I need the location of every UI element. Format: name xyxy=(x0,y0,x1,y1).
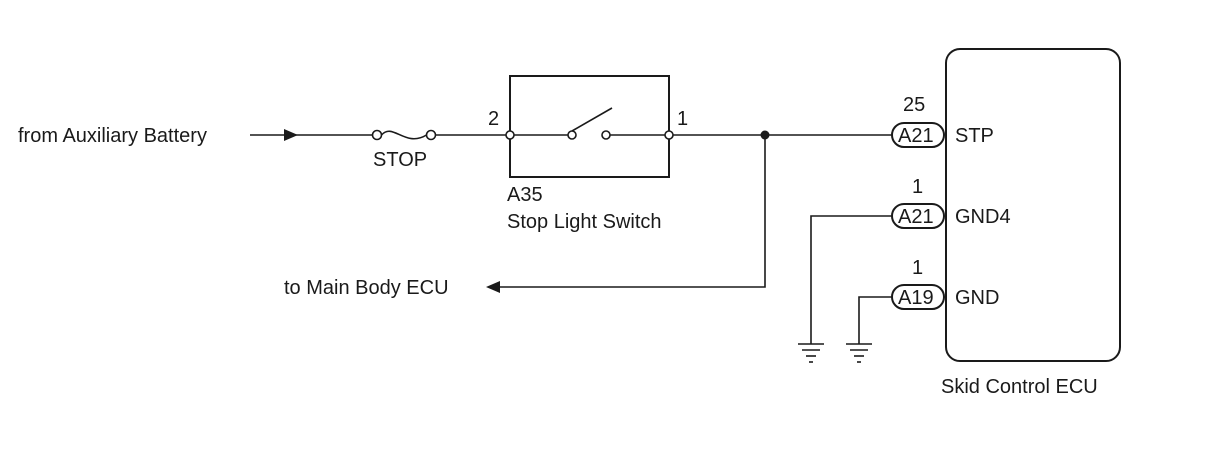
gnd4-wire xyxy=(810,215,892,344)
switch-contact-right xyxy=(601,130,611,140)
connector-gnd-signal: GND xyxy=(955,287,999,309)
branch-to-main-body-wire xyxy=(500,135,766,288)
ground-icon xyxy=(846,343,872,363)
ecu-name-label: Skid Control ECU xyxy=(941,376,1098,398)
connector-gnd-pin: 1 xyxy=(912,257,923,279)
connector-stp-code: A21 xyxy=(898,125,934,147)
connector-stp-signal: STP xyxy=(955,125,994,147)
fuse-terminal-right xyxy=(425,129,437,141)
stop-light-switch-box xyxy=(509,75,670,178)
connector-gnd4-signal: GND4 xyxy=(955,206,1011,228)
output-arrow-icon xyxy=(486,281,500,293)
connector-stp-pin: 25 xyxy=(903,94,925,116)
input-arrow-icon xyxy=(284,129,298,141)
connector-gnd4-code: A21 xyxy=(898,206,934,228)
fuse-element-icon xyxy=(380,130,427,140)
connector-stp-oval xyxy=(891,122,945,148)
connector-gnd: 1 A19 GND xyxy=(891,257,999,310)
from-auxiliary-battery-label: from Auxiliary Battery xyxy=(18,125,207,147)
switch-pin-2-label: 2 xyxy=(488,108,499,130)
switch-pin-1-terminal xyxy=(664,130,674,140)
switch-blade-icon xyxy=(571,107,613,132)
to-main-body-ecu-label: to Main Body ECU xyxy=(284,277,449,299)
stop-fuse xyxy=(371,129,437,141)
connector-gnd-code: A19 xyxy=(898,287,934,309)
connector-gnd4-pin: 1 xyxy=(912,176,923,198)
switch-name-label: Stop Light Switch xyxy=(507,211,662,233)
fuse-label: STOP xyxy=(373,149,427,171)
switch-contact-left xyxy=(567,130,577,140)
connector-gnd4: 1 A21 GND4 xyxy=(891,176,1011,229)
connector-stp: 25 A21 STP xyxy=(891,94,994,148)
switch-code-label: A35 xyxy=(507,184,543,206)
ground-icon xyxy=(798,343,824,363)
skid-control-ecu-box xyxy=(945,48,1121,362)
switch-pin-2-terminal xyxy=(505,130,515,140)
switch-pin-1-label: 1 xyxy=(677,108,688,130)
fuse-terminal-left xyxy=(371,129,383,141)
gnd-wire xyxy=(858,296,892,344)
